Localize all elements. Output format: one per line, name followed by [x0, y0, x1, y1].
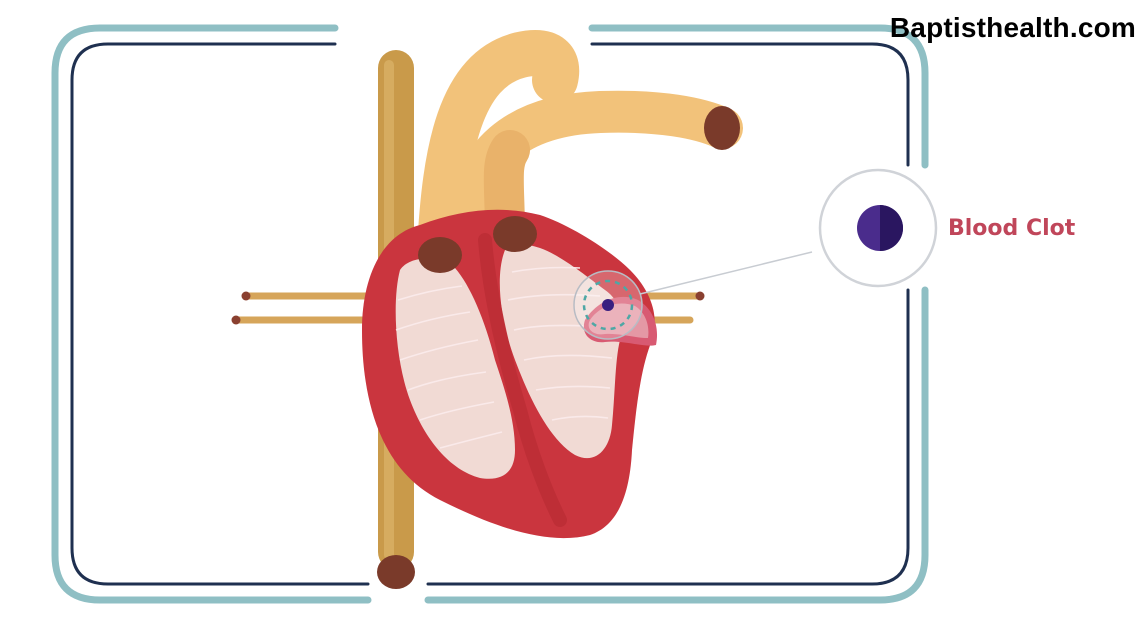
frame-outer-top-right [588, 24, 929, 169]
vessel-openings [418, 216, 537, 273]
callout-pointer [639, 251, 813, 295]
frame-inner-left [70, 42, 370, 586]
frame-outer-top-left [51, 24, 372, 604]
frame-inner-top-right [590, 42, 910, 167]
atrial-appendage [573, 270, 658, 346]
small-clot-icon [602, 299, 614, 311]
callout-bubble [818, 168, 938, 288]
frame-inner-bottom-right [426, 288, 910, 586]
frame-outer-bottom-right [424, 286, 929, 604]
watermark: Baptisthealth.com [889, 12, 1136, 43]
blood-clot-icon [857, 205, 903, 251]
blood-clot-label: Blood Clot [948, 216, 1076, 241]
heart [362, 209, 655, 539]
